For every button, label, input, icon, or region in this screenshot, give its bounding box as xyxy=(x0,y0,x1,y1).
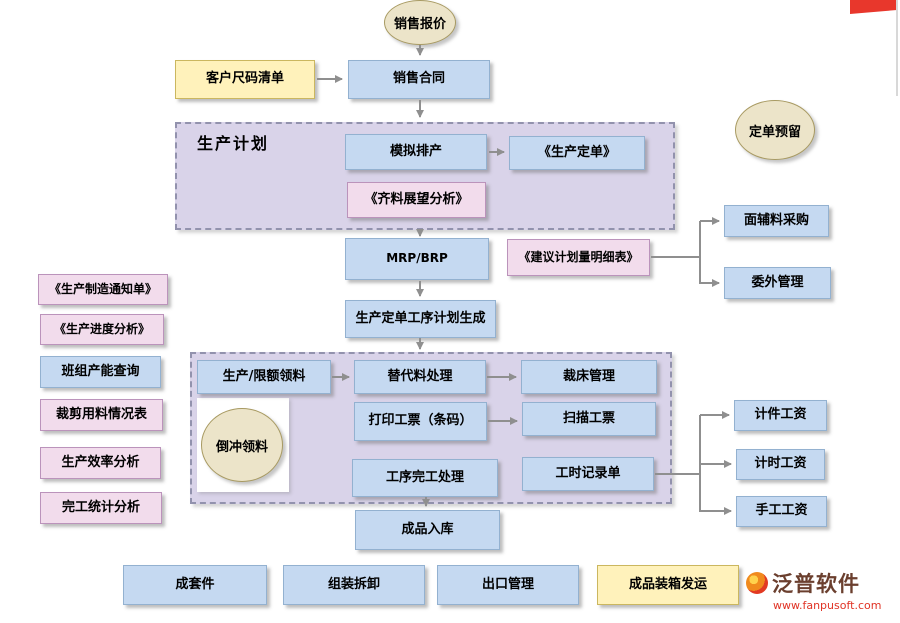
logo-url[interactable]: www.fanpusoft.com xyxy=(773,599,882,612)
node-manufacture-notice[interactable]: 《生产制造通知单》 xyxy=(38,274,168,305)
node-assembly[interactable]: 组装拆卸 xyxy=(283,565,425,605)
node-finished-storage[interactable]: 成品入库 xyxy=(355,510,500,550)
logo-brand-text: 泛普软件 xyxy=(772,572,860,596)
node-process-completion[interactable]: 工序完工处理 xyxy=(352,459,498,497)
node-backflush-picking[interactable]: 倒冲领料 xyxy=(201,408,283,482)
production-plan-container-title: 生产计划 xyxy=(197,134,270,153)
node-print-ticket[interactable]: 打印工票（条码） xyxy=(354,402,487,441)
node-scan-ticket[interactable]: 扫描工票 xyxy=(522,402,656,436)
node-order-reserve[interactable]: 定单预留 xyxy=(735,100,815,160)
node-customer-size-list[interactable]: 客户尺码清单 xyxy=(175,60,315,99)
node-substitute-material[interactable]: 替代料处理 xyxy=(354,360,486,394)
node-outsourcing[interactable]: 委外管理 xyxy=(724,267,831,299)
node-completion-stats[interactable]: 完工统计分析 xyxy=(40,492,162,524)
fanpu-logo[interactable]: 泛普软件 www.fanpusoft.com xyxy=(746,568,881,612)
node-cutting-bed[interactable]: 裁床管理 xyxy=(521,360,657,394)
node-sales-contract[interactable]: 销售合同 xyxy=(348,60,490,99)
node-material-outlook[interactable]: 《齐料展望分析》 xyxy=(347,182,486,218)
page-edge-line xyxy=(896,0,898,96)
node-piece-wage[interactable]: 计件工资 xyxy=(734,400,827,431)
node-order-process-plan[interactable]: 生产定单工序计划生成 xyxy=(345,300,496,338)
node-time-wage[interactable]: 计时工资 xyxy=(736,449,825,480)
node-production-order[interactable]: 《生产定单》 xyxy=(509,136,645,170)
node-export-mgmt[interactable]: 出口管理 xyxy=(437,565,579,605)
node-progress-analysis[interactable]: 《生产进度分析》 xyxy=(40,314,164,345)
node-fabric-purchase[interactable]: 面辅料采购 xyxy=(724,205,829,237)
node-mrp-brp[interactable]: MRP/BRP xyxy=(345,238,489,280)
node-team-capacity[interactable]: 班组产能查询 xyxy=(40,356,161,388)
node-work-hour-record[interactable]: 工时记录单 xyxy=(522,457,654,491)
node-suggested-plan-detail[interactable]: 《建议计划量明细表》 xyxy=(507,239,650,276)
node-packing-shipping[interactable]: 成品装箱发运 xyxy=(597,565,739,605)
node-kit-parts[interactable]: 成套件 xyxy=(123,565,267,605)
node-cutting-material[interactable]: 裁剪用料情况表 xyxy=(40,399,163,431)
fanpu-logo-icon xyxy=(746,572,768,594)
node-manual-wage[interactable]: 手工工资 xyxy=(736,496,827,527)
node-sales-quote[interactable]: 销售报价 xyxy=(384,0,456,45)
node-simulated-scheduling[interactable]: 模拟排产 xyxy=(345,134,487,170)
node-efficiency-analysis[interactable]: 生产效率分析 xyxy=(40,447,161,479)
corner-ribbon xyxy=(850,0,897,14)
node-limit-picking[interactable]: 生产/限额领料 xyxy=(197,360,331,394)
